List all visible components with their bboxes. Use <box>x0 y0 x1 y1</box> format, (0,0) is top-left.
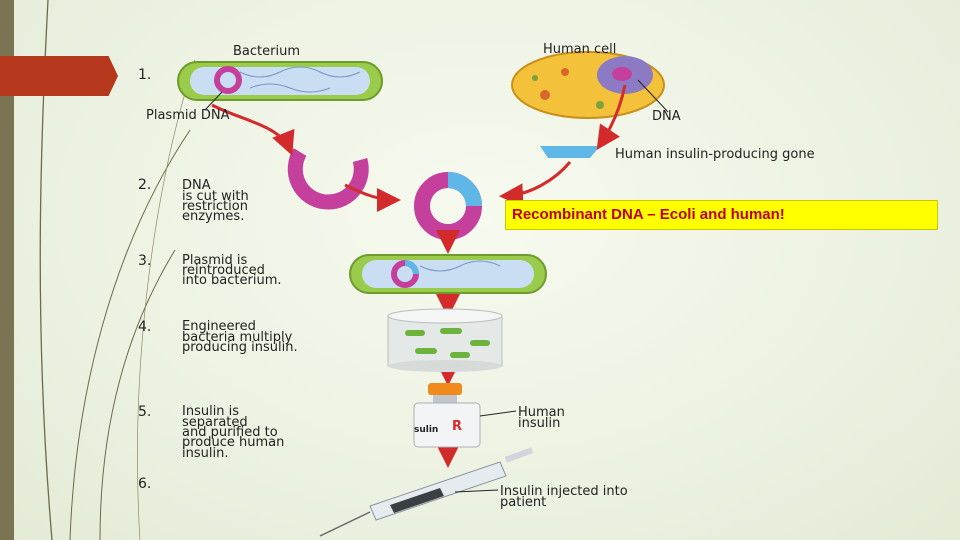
gene-fragment <box>540 146 600 158</box>
arrow <box>211 103 295 156</box>
step-text: reintroduced <box>182 263 265 278</box>
arrow <box>499 161 572 208</box>
human-cell-label: Human cell <box>543 42 617 57</box>
bacterium-label: Bacterium <box>233 44 300 59</box>
syringe <box>319 447 534 537</box>
human-cell-shape <box>511 51 665 119</box>
step-text: produce human <box>182 435 285 450</box>
step-text: restriction <box>182 199 248 214</box>
pointer-line <box>637 79 669 113</box>
step-text: DNA <box>182 178 211 193</box>
bacterium-shape <box>177 61 383 101</box>
dna-label: DNA <box>652 109 681 124</box>
gene-label: Human insulin-producing gone <box>615 147 815 162</box>
step-text: into bacterium. <box>182 273 282 288</box>
step-text: enzymes. <box>182 209 245 224</box>
inserted-gene <box>447 172 482 207</box>
human-insulin-label: insulin <box>518 416 561 431</box>
step-number: 1. <box>138 67 152 83</box>
inserted-gene <box>404 260 419 275</box>
human-insulin-label: Human <box>518 405 565 420</box>
arrow <box>596 84 627 150</box>
rx-symbol: R <box>452 419 463 434</box>
arrow <box>344 183 401 212</box>
recombinant-dna-banner: Recombinant DNA – Ecoli and human! <box>505 200 938 230</box>
step-text: is cut with <box>182 189 249 204</box>
plasmid-ring <box>214 66 242 94</box>
cut-plasmid <box>287 148 369 210</box>
step-text: separated <box>182 415 248 430</box>
left-band <box>0 0 14 540</box>
insulin-vial <box>413 383 517 448</box>
step-number: 3. <box>138 253 152 269</box>
plasmid-dna-label: Plasmid DNA <box>146 108 230 123</box>
step-text: Insulin is <box>182 404 240 419</box>
accent-tab <box>0 56 118 96</box>
step-text: producing insulin. <box>182 340 298 355</box>
step-number: 4. <box>138 319 152 335</box>
step-text: Plasmid is <box>182 253 248 268</box>
injected-label: Insulin injected into <box>500 484 628 499</box>
step-text: and purified to <box>182 425 278 440</box>
injected-label: patient <box>500 495 547 510</box>
step-number: 5. <box>138 404 152 420</box>
step-number: 2. <box>138 177 152 193</box>
engineered-bacterium <box>349 254 547 294</box>
step-text: insulin. <box>182 446 229 461</box>
vial-label: sulin <box>414 425 439 435</box>
step-text: bacteria multiply <box>182 330 293 345</box>
pointer-line <box>204 91 223 111</box>
step-number: 6. <box>138 476 152 492</box>
step-text: Engineered <box>182 319 256 334</box>
culture-vessel <box>387 308 503 372</box>
